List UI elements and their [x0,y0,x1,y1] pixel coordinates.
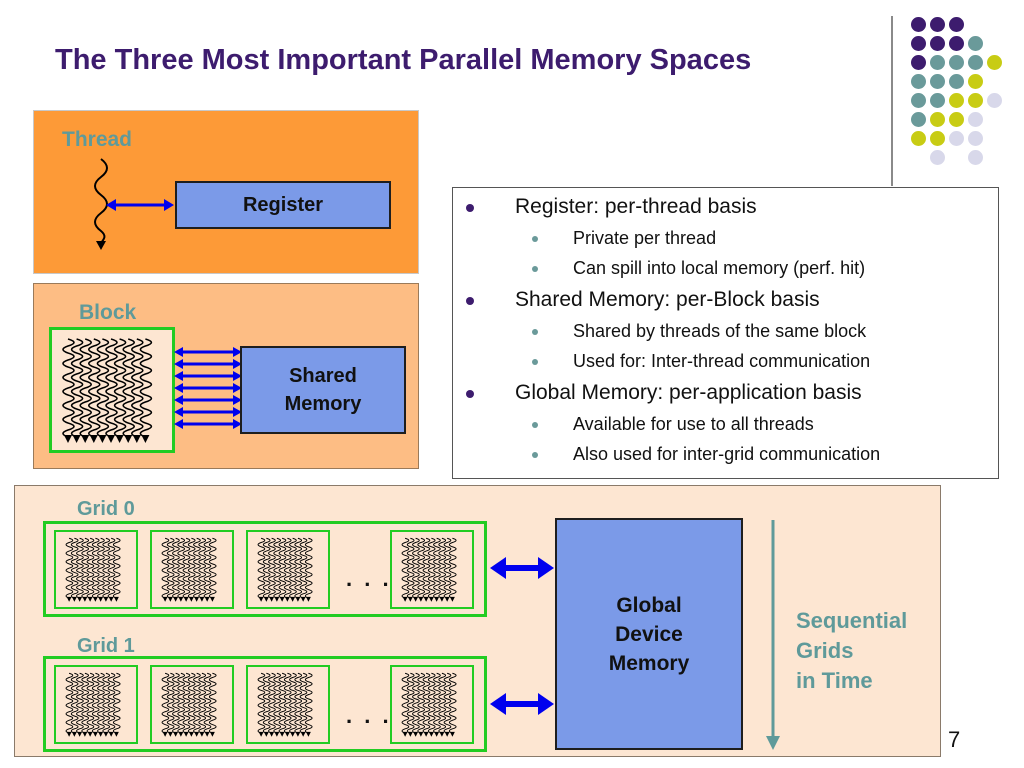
sequential-line3: in Time [796,668,873,693]
sequential-line1: Sequential [796,608,908,633]
block-shared-arrows-icon [174,347,242,429]
thread-register-arrow-icon [106,199,174,211]
sub-bullet-shared-usage: Used for: Inter-thread communication [573,351,871,371]
grid1-block [246,665,330,744]
global-memory-label-line1: Global [616,593,682,617]
sub-bullet-dot-icon [532,422,538,428]
block-threads-box [49,327,175,453]
grid0-box: . . . [43,521,487,617]
global-device-memory-box: Global Device Memory [555,518,743,750]
grid0-ellipsis: . . . [346,566,392,591]
grid1-block [150,665,234,744]
memory-bullet-list: Register: per-thread basis Private per t… [452,187,999,479]
sub-bullet-dot-icon [532,329,538,335]
grid1-block [390,665,474,744]
grid-panel: Grid 0 . . . Grid 1 . . . [14,485,941,757]
block-panel: Block Shared Memory [33,283,419,469]
time-arrow-icon [766,520,780,750]
block-threads-icon [65,672,121,737]
block-threads-icon [257,537,313,602]
grid0-block [54,530,138,609]
thread-label: Thread [62,128,133,151]
thread-panel: Thread Register [33,110,419,274]
sub-bullet-dot-icon [532,359,538,365]
sub-bullet-dot-icon [532,236,538,242]
sub-bullet-dot-icon [532,266,538,272]
grid1-block [54,665,138,744]
bullet-dot-icon [466,204,474,212]
block-threads-icon [257,672,313,737]
block-threads-icon [161,537,217,602]
bullet-dot-icon [466,390,474,398]
block-threads-icon [65,537,121,602]
block-threads-icon [401,537,457,602]
sub-bullet-shared-threads: Shared by threads of the same block [573,321,867,341]
grid0-label: Grid 0 [77,498,135,520]
shared-memory-label-line2: Memory [284,393,362,415]
sub-bullet-register-private: Private per thread [573,228,717,248]
grid0-global-arrow-icon [490,557,554,579]
grid0-block [246,530,330,609]
register-label: Register [242,193,324,216]
bullet-register: Register: per-thread basis [515,195,757,218]
sub-bullet-register-spill: Can spill into local memory (perf. hit) [573,258,866,278]
block-threads-icon [62,338,153,443]
grid1-ellipsis: . . . [346,703,392,728]
global-memory-label-line3: Memory [608,651,690,675]
shared-memory-box: Shared Memory [240,346,406,434]
grid1-label: Grid 1 [77,635,135,657]
sub-bullet-dot-icon [532,452,538,458]
block-threads-icon [161,672,217,737]
divider-line [891,16,893,186]
shared-memory-label-line1: Shared [289,365,357,387]
register-box: Register [175,181,391,229]
bullet-dot-icon [466,297,474,305]
sequential-line2: Grids [796,638,854,663]
grid0-block [390,530,474,609]
global-memory-label-line2: Device [615,622,683,646]
bullet-shared: Shared Memory: per-Block basis [515,288,820,311]
grid0-block [150,530,234,609]
block-label: Block [79,301,137,324]
thread-squiggle-icon [94,158,108,250]
grid1-global-arrow-icon [490,693,554,715]
grid1-box: . . . [43,656,487,752]
bullet-global: Global Memory: per-application basis [515,381,862,404]
sub-bullet-global-available: Available for use to all threads [573,414,814,434]
block-threads-icon [401,672,457,737]
sub-bullet-global-intergrid: Also used for inter-grid communication [573,444,881,464]
page-number: 7 [948,727,961,752]
slide-title: The Three Most Important Parallel Memory… [55,44,752,76]
sequential-grids-label: Sequential Grids in Time [796,606,907,696]
